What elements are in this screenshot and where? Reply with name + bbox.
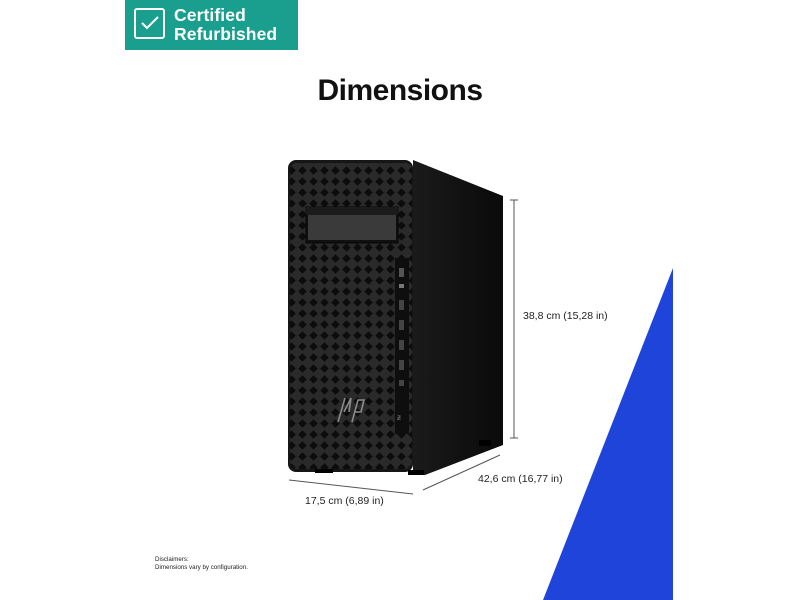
model-mark: ƶ bbox=[397, 413, 401, 422]
depth-label: 42,6 cm (16,77 in) bbox=[478, 473, 563, 485]
dimension-lines bbox=[288, 199, 518, 495]
page-title: Dimensions bbox=[317, 74, 483, 107]
height-label: 38,8 cm (15,28 in) bbox=[523, 310, 608, 322]
hp-logo bbox=[337, 397, 366, 423]
disclaimer-text: Dimensions vary by configuration. bbox=[155, 564, 248, 571]
disclaimer: Disclaimers: Dimensions vary by configur… bbox=[155, 556, 248, 572]
badge-text: Certified Refurbished bbox=[174, 6, 277, 44]
check-icon bbox=[134, 8, 165, 39]
certified-refurbished-badge: Certified Refurbished bbox=[125, 0, 298, 50]
disclaimer-heading: Disclaimers: bbox=[155, 556, 189, 563]
badge-line-2: Refurbished bbox=[174, 24, 278, 44]
width-label: 17,5 cm (6,89 in) bbox=[305, 495, 384, 507]
badge-line-1: Certified bbox=[174, 5, 246, 25]
